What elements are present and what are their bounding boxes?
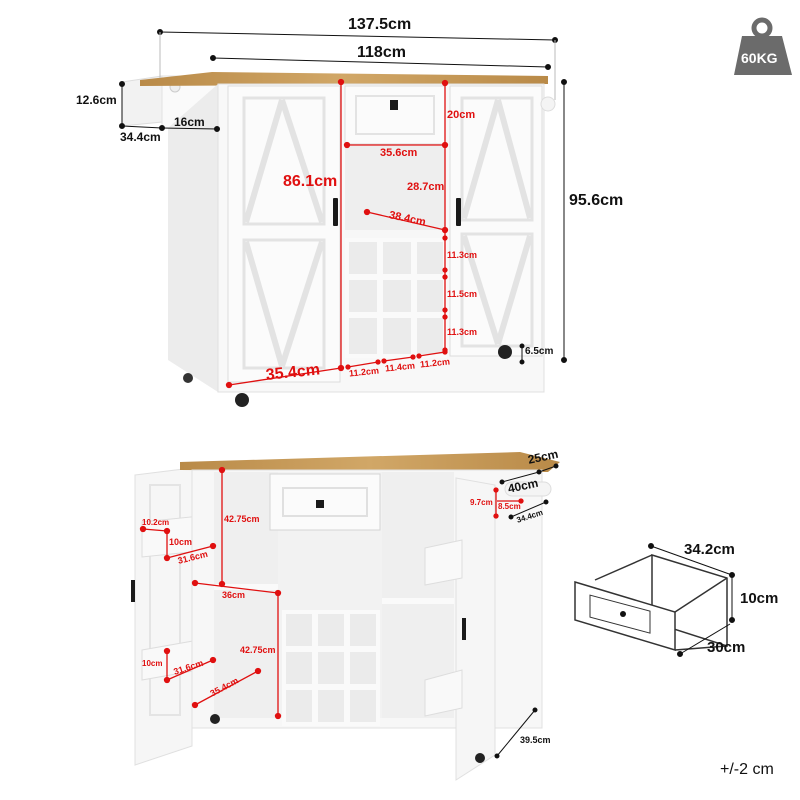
front-view-cabinet <box>121 72 556 407</box>
drawer-width-label: 34.2cm <box>684 541 735 558</box>
towel-rack-width-label: 16cm <box>174 115 205 129</box>
wine-row-3-height: 11.3cm <box>447 327 478 337</box>
open-red-dimension-lines <box>139 466 524 720</box>
overall-width-label: 137.5cm <box>348 16 412 33</box>
cabinet-lower-height-label: 42.75cm <box>240 645 276 655</box>
open-black-dimension-lines <box>494 463 559 759</box>
hook-width-label: 8.5cm <box>498 502 521 511</box>
cabinet-width-label: 118cm <box>357 44 406 61</box>
drawer-dimension-lines <box>648 543 735 657</box>
open-shelf-height-label: 28.7cm <box>407 181 445 193</box>
door-shelf-top-height-label: 10cm <box>169 537 193 547</box>
drawer-detail-illustration <box>574 553 728 652</box>
drawer-height-label: 20cm <box>447 109 476 121</box>
towel-rack-depth-label: 34.4cm <box>120 130 161 144</box>
drawer-height-label-detail: 10cm <box>740 590 779 607</box>
open-shelf-width-label: 35.6cm <box>380 147 418 159</box>
overall-height-label: 95.6cm <box>569 192 624 209</box>
hook-height-label: 9.7cm <box>470 498 493 507</box>
front-dimension-lines <box>119 29 567 365</box>
drawer-depth-label: 30cm <box>707 639 746 656</box>
wine-row-1-height: 11.3cm <box>447 250 478 260</box>
towel-rack-height-label: 12.6cm <box>76 93 117 107</box>
wine-row-2-height: 11.5cm <box>447 289 478 299</box>
cabinet-shelf-width-label: 36cm <box>222 590 246 600</box>
open-view-cabinet <box>131 452 560 781</box>
right-door-depth-label: 39.5cm <box>520 735 551 745</box>
door-shelf-bottom-height-label: 10cm <box>142 659 163 668</box>
door-shelf-top-width-label: 10.2cm <box>142 518 170 527</box>
front-red-dimension-lines <box>225 78 449 389</box>
cabinet-upper-height-label: 42.75cm <box>224 514 260 524</box>
weight-icon <box>734 17 792 75</box>
weight-label: 60KG <box>741 50 778 66</box>
tolerance-note: +/-2 cm <box>720 761 774 778</box>
caster-height-label: 6.5cm <box>525 346 554 357</box>
cabinet-height-label: 86.1cm <box>283 173 338 190</box>
